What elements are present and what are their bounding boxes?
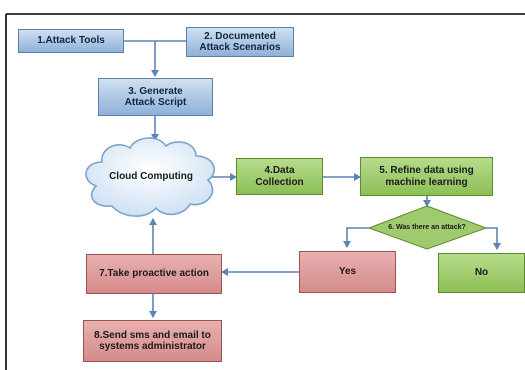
send-alert-node: 8.Send sms and email to systems administ…: [83, 320, 222, 362]
cloud-computing-shape: [85, 137, 216, 217]
decision-diamond: [367, 205, 488, 250]
attack-tools-node: 1.Attack Tools: [18, 29, 124, 53]
documented-scenarios-node: 2. Documented Attack Scenarios: [186, 27, 294, 57]
decision-label: 6. Was there an attack?: [388, 224, 466, 231]
connectors: [124, 40, 501, 318]
proactive-action-node: 7.Take proactive action: [86, 254, 222, 294]
connector-decision-to-no: [486, 227, 501, 250]
refine-data-node: 5. Refine data using machine learning: [360, 157, 493, 196]
connector-decision-to-yes: [343, 227, 369, 248]
generate-script-node: 3. Generate Attack Script: [98, 78, 213, 116]
no-node: No: [438, 253, 525, 293]
yes-node: Yes: [299, 251, 396, 293]
data-collection-node: 4.Data Collection: [236, 158, 323, 195]
cloud-computing-label: Cloud Computing: [109, 171, 193, 182]
